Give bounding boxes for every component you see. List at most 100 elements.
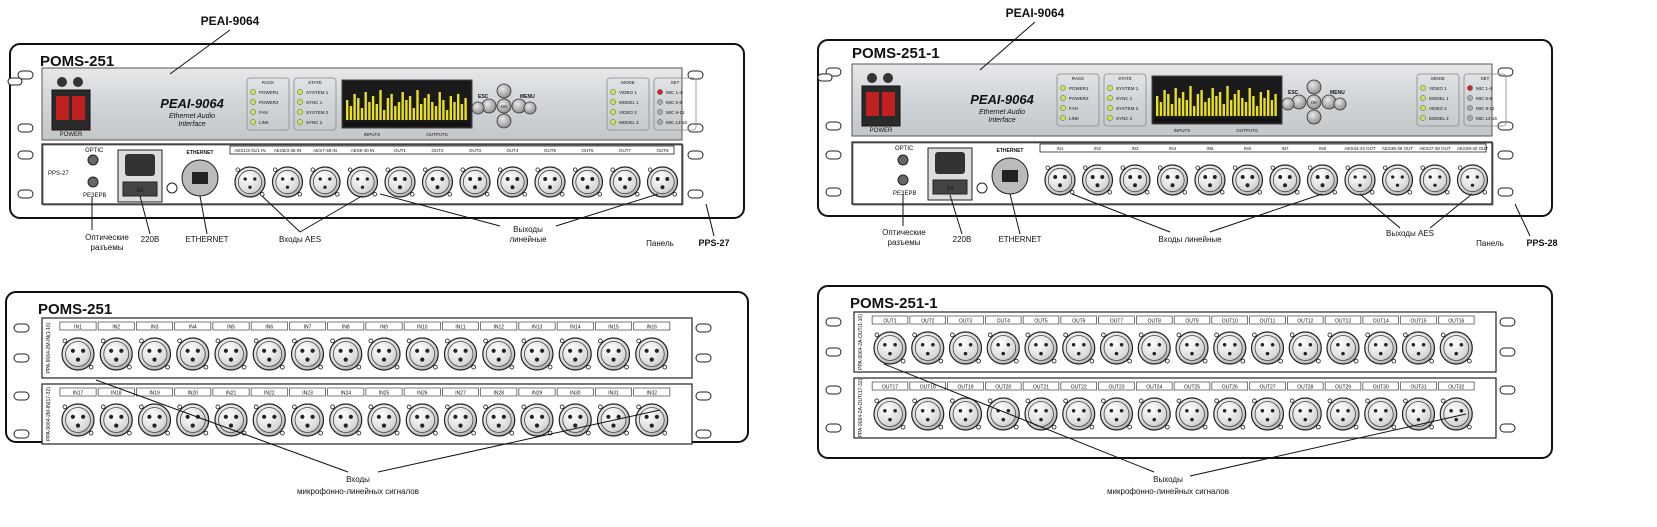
xlr-ring — [524, 341, 550, 367]
patch-label-box — [1060, 381, 1097, 391]
mount-screw — [471, 430, 476, 436]
status-led — [1060, 115, 1066, 121]
xlr-connector — [534, 166, 566, 198]
level-bar — [405, 100, 408, 120]
led-label: POWER2 — [259, 100, 279, 105]
patch-label-box — [1173, 315, 1211, 325]
optic-label: OPTIC — [895, 146, 914, 152]
mount-screw — [368, 338, 374, 344]
xlr-pin — [1240, 175, 1245, 179]
level-bar — [1196, 94, 1200, 116]
level-bar — [416, 90, 419, 120]
xlr-pin — [114, 357, 119, 362]
xlr-connector — [1119, 164, 1151, 196]
patch-label-box — [633, 321, 671, 331]
rack-slot — [1497, 150, 1514, 160]
xlr-body — [271, 166, 304, 198]
patch-port-label: IN13 — [532, 325, 543, 331]
xlr-pin — [548, 185, 552, 190]
xlr-pin — [925, 417, 930, 422]
led-group-box — [606, 77, 650, 131]
mount-screw — [1403, 332, 1408, 338]
mount-screw — [1107, 190, 1112, 195]
leader-line — [1359, 193, 1401, 229]
xlr-pin — [75, 357, 81, 362]
patch-label-box — [480, 387, 518, 397]
rack-slot — [695, 429, 712, 439]
mount-screw — [635, 192, 640, 197]
xlr-connector — [1288, 397, 1322, 431]
xlr-body — [99, 403, 133, 437]
callout-line: разъемы — [888, 238, 921, 247]
xlr-body — [1401, 331, 1436, 365]
mount-screw — [280, 430, 285, 436]
patch-label-box — [136, 387, 173, 397]
mount-screw — [987, 398, 993, 404]
xlr-connector — [1024, 397, 1058, 431]
patch-label-box — [1060, 315, 1097, 325]
xlr-ring — [312, 169, 338, 195]
mount-screw — [1082, 165, 1088, 170]
xlr-pin — [568, 348, 573, 353]
status-led — [250, 99, 256, 105]
xlr-body — [137, 403, 172, 437]
optic-port — [897, 154, 909, 166]
mount-screw — [62, 338, 68, 344]
patch-port-label: IN6 — [265, 325, 273, 331]
xlr-pin — [1190, 351, 1194, 356]
patch-label-box — [403, 321, 441, 331]
xlr-pin — [1433, 183, 1437, 187]
xlr-pin — [1363, 175, 1367, 179]
xlr-pin — [1378, 417, 1383, 422]
patch-port-label: OUT20 — [995, 385, 1011, 391]
level-bar — [460, 104, 464, 120]
level-bar — [383, 110, 386, 120]
mount-screw — [292, 404, 297, 410]
xlr-pin — [70, 414, 75, 419]
xlr-ring — [914, 335, 941, 361]
fuse-label: 1A — [136, 188, 143, 194]
xlr-ring — [638, 341, 665, 367]
xlr-pin — [228, 357, 234, 362]
leader-line — [1429, 193, 1473, 229]
xlr-pin — [552, 177, 557, 181]
xlr-pin — [318, 177, 322, 181]
xlr-ring — [1065, 401, 1092, 427]
patch-port-label: OUT27 — [1259, 385, 1275, 391]
xlr-pin — [1157, 409, 1162, 413]
patch-label-box — [947, 315, 984, 325]
xlr-ring — [537, 169, 563, 195]
mount-screw — [938, 358, 944, 364]
xlr-pin — [420, 357, 425, 362]
xlr-pin — [262, 414, 267, 419]
patch-label-box — [518, 387, 556, 397]
xlr-body — [1419, 164, 1451, 196]
xlr-pin — [243, 177, 247, 181]
xlr-pin — [425, 348, 430, 353]
xlr-pin — [285, 185, 290, 189]
port-label: IN1 — [1056, 146, 1064, 151]
xlr-connector — [367, 403, 401, 437]
xlr-ring — [447, 407, 474, 433]
xlr-ring — [1047, 167, 1073, 193]
patch-label-box — [871, 315, 909, 325]
xlr-ring — [141, 407, 168, 433]
xlr-pin — [510, 185, 515, 190]
optic-port — [87, 154, 99, 166]
mount-screw — [100, 338, 106, 344]
mount-screw — [215, 404, 221, 410]
xlr-ring — [425, 169, 450, 195]
level-bar — [1193, 106, 1196, 116]
ground-terminal — [166, 182, 178, 194]
xlr-connector — [1137, 331, 1171, 365]
xlr-pin — [1152, 417, 1157, 422]
level-bar — [394, 106, 397, 120]
xlr-connector — [99, 337, 133, 371]
xlr-pin — [157, 348, 162, 353]
xlr-connector — [1401, 397, 1436, 431]
led-label: SYNC 2 — [306, 120, 323, 125]
port-label: IN3 — [1131, 146, 1139, 151]
xlr-body — [596, 337, 631, 371]
xlr-pin — [381, 357, 387, 362]
display-inputs-label: INPUTS — [364, 132, 381, 137]
